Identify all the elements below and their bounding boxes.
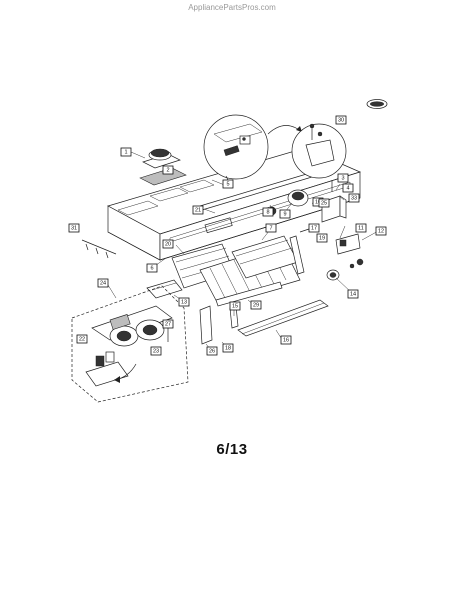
- svg-text:29: 29: [253, 302, 259, 308]
- callout-7: 7: [265, 223, 277, 233]
- callout-25: 25: [318, 198, 330, 208]
- callout-23: 23: [150, 346, 162, 356]
- callout-17: 17: [308, 223, 320, 233]
- page-number: 6/13: [216, 441, 248, 458]
- brand-logo: [366, 99, 388, 109]
- callout-4: 4: [342, 183, 354, 193]
- svg-text:6: 6: [150, 265, 153, 271]
- callout-30: 30: [335, 115, 347, 125]
- svg-text:11: 11: [358, 225, 364, 231]
- svg-text:2: 2: [166, 167, 169, 173]
- control-assembly: [299, 227, 364, 269]
- callout-27: 27: [162, 319, 174, 329]
- svg-text:25: 25: [321, 200, 327, 206]
- light-part: [326, 269, 340, 281]
- svg-text:27: 27: [165, 321, 171, 327]
- callout-14: 14: [347, 289, 359, 299]
- svg-text:5: 5: [226, 181, 229, 187]
- callout-33: 33: [348, 193, 360, 203]
- callout-6: 6: [146, 263, 158, 273]
- svg-text:30: 30: [338, 117, 344, 123]
- svg-text:31: 31: [71, 225, 77, 231]
- svg-text:24: 24: [100, 280, 106, 286]
- callout-1: 1: [120, 147, 132, 157]
- hood-body: [107, 147, 362, 261]
- callout-13: 13: [178, 297, 190, 307]
- svg-text:15: 15: [232, 303, 238, 309]
- callout-12: 12: [375, 226, 387, 236]
- callout-2: 2: [162, 165, 174, 175]
- bracket-part: [81, 239, 117, 259]
- callout-15: 15: [229, 301, 241, 311]
- svg-text:12: 12: [378, 228, 384, 234]
- svg-text:17: 17: [311, 225, 317, 231]
- svg-text:19: 19: [319, 235, 325, 241]
- svg-text:13: 13: [181, 299, 187, 305]
- blower-assembly-group: [71, 285, 189, 403]
- callout-29: 29: [250, 300, 262, 310]
- callout-21: 21: [192, 205, 204, 215]
- svg-text:16: 16: [283, 337, 289, 343]
- svg-text:14: 14: [350, 291, 356, 297]
- side-strips: [199, 235, 305, 345]
- svg-text:26: 26: [209, 348, 215, 354]
- svg-text:21: 21: [195, 207, 201, 213]
- lower-rail: [237, 299, 329, 337]
- callout-18: 18: [222, 343, 234, 353]
- callout-8: 8: [262, 207, 274, 217]
- svg-text:9: 9: [283, 211, 286, 217]
- detail-magnifier: [203, 114, 303, 189]
- top-blower-part: [142, 148, 181, 169]
- callout-22: 22: [76, 334, 88, 344]
- callout-24: 24: [97, 278, 109, 288]
- svg-text:8: 8: [266, 209, 269, 215]
- watermark: AppliancePartsPros.com: [188, 3, 276, 12]
- callout-16: 16: [280, 335, 292, 345]
- svg-text:10: 10: [315, 199, 321, 205]
- callout-9: 9: [279, 209, 291, 219]
- svg-text:22: 22: [79, 336, 85, 342]
- svg-text:4: 4: [346, 185, 349, 191]
- svg-text:1: 1: [124, 149, 127, 155]
- detail-magnifier-right: [291, 123, 347, 179]
- svg-text:18: 18: [225, 345, 231, 351]
- callout-26: 26: [206, 346, 218, 356]
- callout-20: 20: [162, 239, 174, 249]
- svg-text:33: 33: [351, 195, 357, 201]
- callout-5: 5: [222, 179, 234, 189]
- svg-text:7: 7: [269, 225, 272, 231]
- svg-text:20: 20: [165, 241, 171, 247]
- front-trim-part: [146, 279, 183, 299]
- callout-3: 3: [337, 173, 349, 183]
- svg-text:23: 23: [153, 348, 159, 354]
- svg-text:3: 3: [341, 175, 344, 181]
- callout-31: 31: [68, 223, 80, 233]
- filter-set: [171, 235, 301, 307]
- callout-11: 11: [355, 223, 367, 233]
- callout-19: 19: [316, 233, 328, 243]
